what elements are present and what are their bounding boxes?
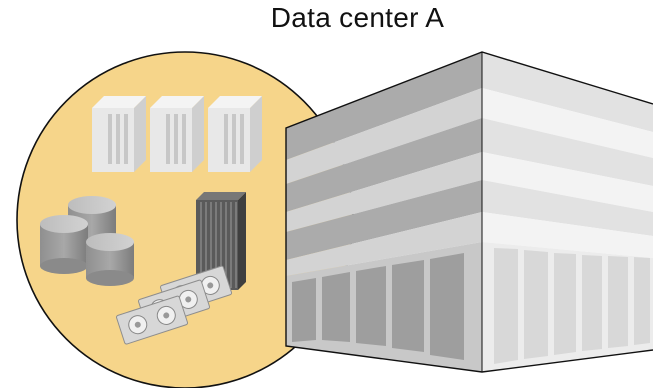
building-icon: [285, 51, 653, 373]
disk-storage-icon: [86, 233, 134, 286]
disk-storage-icon: [40, 215, 88, 274]
server-tower-icon: [92, 96, 146, 172]
server-tower-icon: [150, 96, 204, 172]
diagram-title: Data center A: [270, 2, 445, 33]
server-tower-icon: [208, 96, 262, 172]
tape-cartridge-icon: [116, 295, 189, 345]
